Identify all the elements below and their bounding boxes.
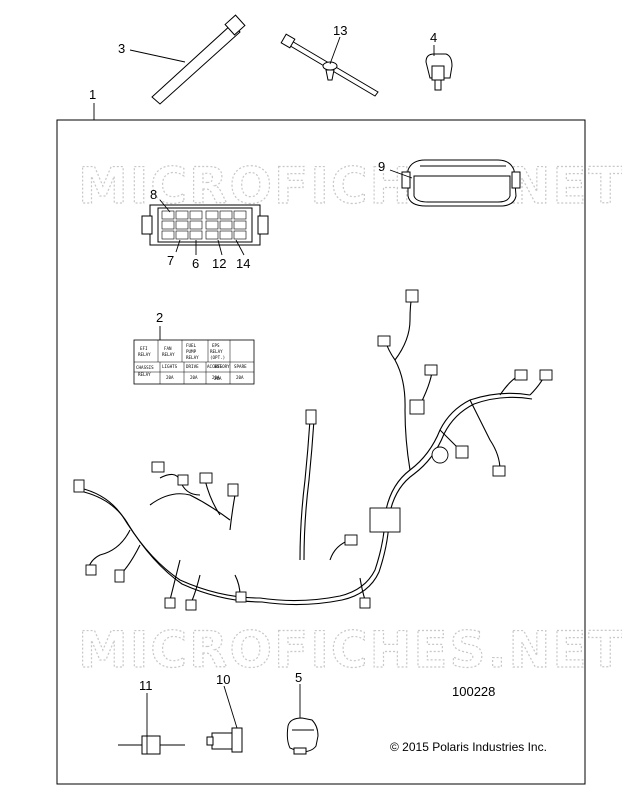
label-fuel-pump-relay-b: PUMP <box>186 349 197 354</box>
label-fuse-hot: HOT <box>214 364 222 369</box>
label-fuse-accessory-b: 20A <box>212 375 220 380</box>
callout-10: 10 <box>216 672 230 687</box>
cable-tie-part <box>151 14 246 105</box>
callout-12: 12 <box>212 256 226 271</box>
label-fan-relay: FAN <box>164 346 172 351</box>
relay-label-part: EFI RELAY FAN RELAY FUEL PUMP RELAY EPS … <box>133 339 255 385</box>
label-efi-relay: EFI <box>140 346 148 351</box>
label-fan-relay-b: RELAY <box>162 352 175 357</box>
label-chassis-relay: CHASSIS <box>136 365 154 370</box>
callout-4: 4 <box>430 30 437 45</box>
clip-part <box>425 53 453 91</box>
push-mount-tie-part <box>280 33 379 97</box>
kit-frame <box>56 119 586 785</box>
callout-2: 2 <box>156 310 163 325</box>
label-fuse-accessory: ACCESSORY <box>207 364 230 369</box>
callout-7: 7 <box>167 253 174 268</box>
label-fuse-lights-b: 20A <box>166 375 174 380</box>
label-eps-relay-b: RELAY <box>210 349 223 354</box>
label-eps-relay: EPS <box>212 343 220 348</box>
label-fuse-lights: LIGHTS <box>162 364 178 369</box>
copyright-notice: © 2015 Polaris Industries Inc. <box>390 740 547 754</box>
callout-14: 14 <box>236 256 250 271</box>
watermark-bottom: MICROFICHES.NET <box>78 621 622 679</box>
callout-8: 8 <box>150 187 157 202</box>
label-fuel-pump-relay-c: RELAY <box>186 355 199 360</box>
label-fuse-spare: SPARE <box>234 364 247 369</box>
callout-13: 13 <box>333 23 347 38</box>
label-chassis-relay-b: RELAY <box>138 372 151 377</box>
label-eps-relay-c: (OPT.) <box>210 355 225 360</box>
label-efi-relay-b: RELAY <box>138 352 151 357</box>
label-fuse-drive-b: 20A <box>190 375 198 380</box>
callout-3: 3 <box>118 41 125 56</box>
wire-harness-part <box>73 289 553 611</box>
callout-5: 5 <box>295 670 302 685</box>
label-fuel-pump-relay: FUEL <box>186 343 197 348</box>
callout-9: 9 <box>378 159 385 174</box>
label-fuse-drive: DRIVE <box>186 364 199 369</box>
callout-1: 1 <box>89 87 96 102</box>
diagram-code: 100228 <box>452 684 495 699</box>
diode-part <box>118 735 185 755</box>
fuse-part <box>206 727 243 753</box>
callout-11: 11 <box>139 678 153 693</box>
fuse-block-part <box>141 204 269 246</box>
connector-part <box>286 717 319 755</box>
label-fuse-hot-b: 20A <box>214 376 222 381</box>
fuse-box-cover-part <box>401 159 521 207</box>
label-fuse-spare-b: 20A <box>236 375 244 380</box>
callout-6: 6 <box>192 256 199 271</box>
